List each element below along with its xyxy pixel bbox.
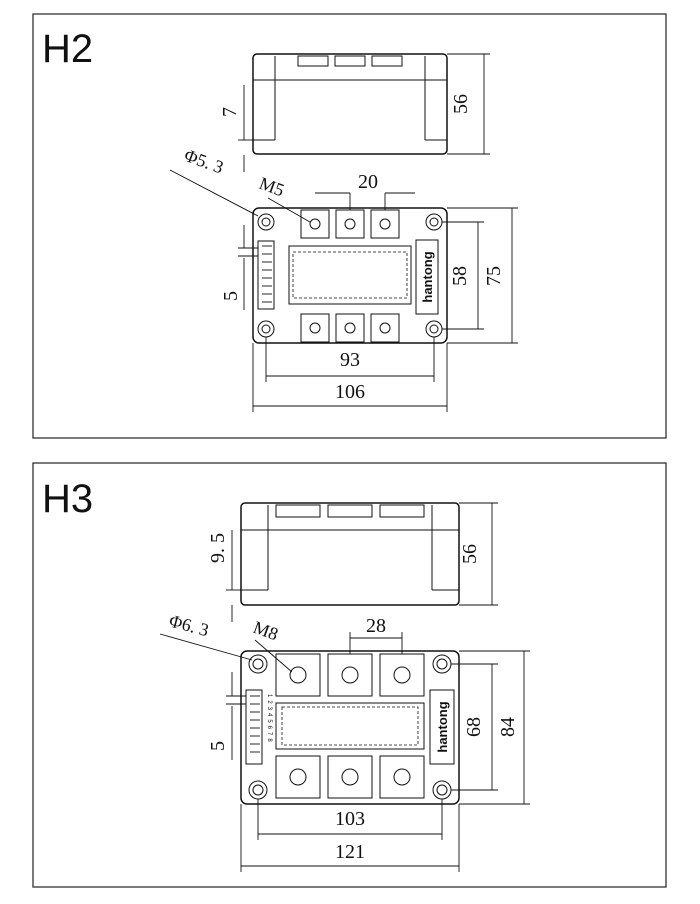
side-view: 9. 5 56 (207, 502, 498, 622)
top-view: 12345678 hantong Φ6. 3 M8 28 5 68 (159, 611, 530, 872)
side-height-label: 56 (450, 94, 472, 114)
pitch-label: 20 (358, 171, 378, 193)
inner-height-label: 68 (463, 717, 485, 737)
pin-numbers: 12345678 (266, 694, 272, 745)
brand-label: hantong (420, 251, 435, 302)
pin-pitch-label: 5 (220, 291, 242, 301)
panel-frame (32, 13, 667, 439)
panel-label: H3 (42, 477, 93, 521)
outer-height-label: 75 (483, 266, 505, 286)
panel-frame (32, 462, 667, 888)
pitch-label: 28 (366, 615, 386, 637)
pin-pitch-label: 5 (207, 741, 229, 751)
inner-width-label: 93 (340, 349, 360, 371)
hole-diameter-label: Φ5. 3 (182, 145, 227, 178)
side-view: 7 56 (219, 53, 490, 172)
inner-height-label: 58 (449, 266, 471, 286)
outer-height-label: 84 (497, 717, 519, 737)
outer-width-label: 106 (335, 381, 365, 403)
hole-diameter-label: Φ6. 3 (167, 611, 211, 641)
side-offset-label: 9. 5 (207, 533, 229, 563)
panel-h3: H3 9. 5 56 (32, 462, 667, 888)
outer-width-label: 121 (335, 841, 365, 863)
side-offset-label: 7 (219, 107, 241, 117)
panel-h2: H2 7 56 (32, 13, 667, 439)
brand-label: hantong (435, 701, 450, 752)
side-height-label: 56 (459, 544, 481, 564)
top-view: hantong Φ5. 3 M5 20 5 58 (169, 145, 518, 412)
panel-label: H2 (42, 27, 93, 71)
inner-width-label: 103 (335, 808, 365, 830)
screw-size-label: M5 (257, 173, 287, 200)
